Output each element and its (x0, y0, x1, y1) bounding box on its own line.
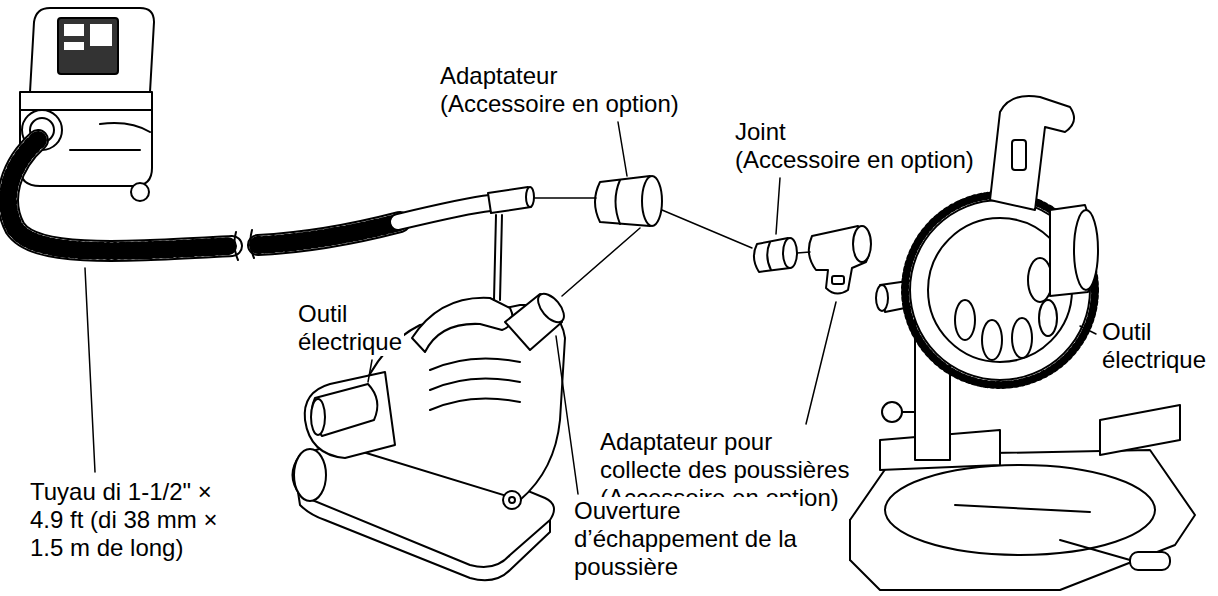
miter-saw (982, 320, 1002, 360)
hose (398, 203, 490, 222)
miter-saw (1028, 258, 1052, 302)
belt-sander (500, 215, 502, 300)
leader-line (85, 268, 95, 472)
miter-saw (955, 300, 975, 340)
hose (8, 140, 232, 251)
belt-sander (412, 298, 513, 352)
leader-line (618, 122, 627, 176)
dust-adapter (809, 226, 871, 294)
hose (526, 187, 534, 207)
connection-line (662, 210, 752, 248)
hose (258, 222, 400, 245)
miter-saw (905, 195, 1095, 385)
belt-sander (509, 497, 515, 503)
belt-sander (533, 289, 569, 327)
hose (258, 222, 400, 245)
miter-saw (902, 411, 915, 413)
vacuum-cleaner (90, 24, 112, 46)
vacuum-cleaner (70, 149, 140, 151)
miter-saw (849, 520, 851, 560)
adapter (595, 176, 662, 226)
belt-sander (311, 399, 325, 435)
part-label: Ouverture d’échappement de la poussière (572, 497, 799, 581)
vacuum-cleaner (64, 24, 84, 36)
belt-sander (430, 378, 520, 390)
hose (8, 140, 232, 251)
belt-sander (430, 398, 520, 410)
belt-sander (305, 372, 395, 458)
belt-sander (430, 358, 520, 370)
part-label: Adaptateur (Accessoire en option) (438, 62, 681, 118)
leader-line (556, 336, 578, 494)
leader-line (85, 122, 1096, 494)
hose (258, 222, 400, 245)
leader-line (776, 178, 780, 234)
leader-line (1080, 326, 1096, 334)
joint (754, 238, 797, 272)
miter-saw (882, 402, 902, 422)
belt-sander (294, 449, 326, 501)
hose (234, 232, 238, 260)
connection-line (534, 197, 596, 199)
vacuum-cleaner (100, 123, 150, 132)
vacuum-cleaner (30, 8, 154, 92)
miter-saw (1130, 552, 1170, 570)
miter-saw (1100, 405, 1180, 455)
part-label: Tuyau di 1-1/2" × 4.9 ft (di 38 mm × 1.5… (28, 478, 219, 562)
belt-sander (494, 215, 496, 300)
miter-saw (1060, 540, 1130, 560)
belt-sander (293, 215, 569, 580)
hose (250, 230, 254, 258)
hose (488, 187, 531, 213)
illustration (8, 8, 1195, 590)
hose (398, 203, 490, 222)
miter-saw (885, 465, 1155, 555)
belt-sander (312, 384, 378, 436)
miter-saw (1012, 140, 1026, 170)
part-label: Joint (Accessoire en option) (733, 118, 976, 174)
connection-line (534, 198, 810, 296)
leader-line (806, 302, 836, 424)
miter-saw (990, 96, 1074, 210)
miter-saw (1012, 318, 1032, 358)
vacuum-cleaner (58, 18, 118, 74)
joint (783, 238, 797, 268)
miter-saw (876, 285, 888, 311)
part-label: Outil électrique (296, 300, 404, 356)
leader-line (368, 360, 372, 382)
adapter (642, 176, 662, 226)
belt-sander (503, 491, 521, 509)
dust-adapter (853, 226, 871, 262)
vacuum-cleaner (64, 42, 84, 50)
vacuum-cleaner (131, 183, 149, 201)
joint (767, 242, 771, 270)
miter-saw (1074, 210, 1098, 290)
part-label: Outil électrique (1100, 318, 1208, 374)
adapter (616, 180, 621, 224)
dust-adapter (832, 276, 844, 284)
miter-saw (850, 450, 1195, 590)
vacuum-cleaner (20, 8, 154, 201)
miter-saw (1039, 300, 1057, 336)
miter-saw (955, 505, 1090, 512)
hose (8, 140, 534, 260)
hose (8, 140, 232, 251)
connection-line (797, 252, 810, 253)
connection-line (562, 228, 640, 296)
